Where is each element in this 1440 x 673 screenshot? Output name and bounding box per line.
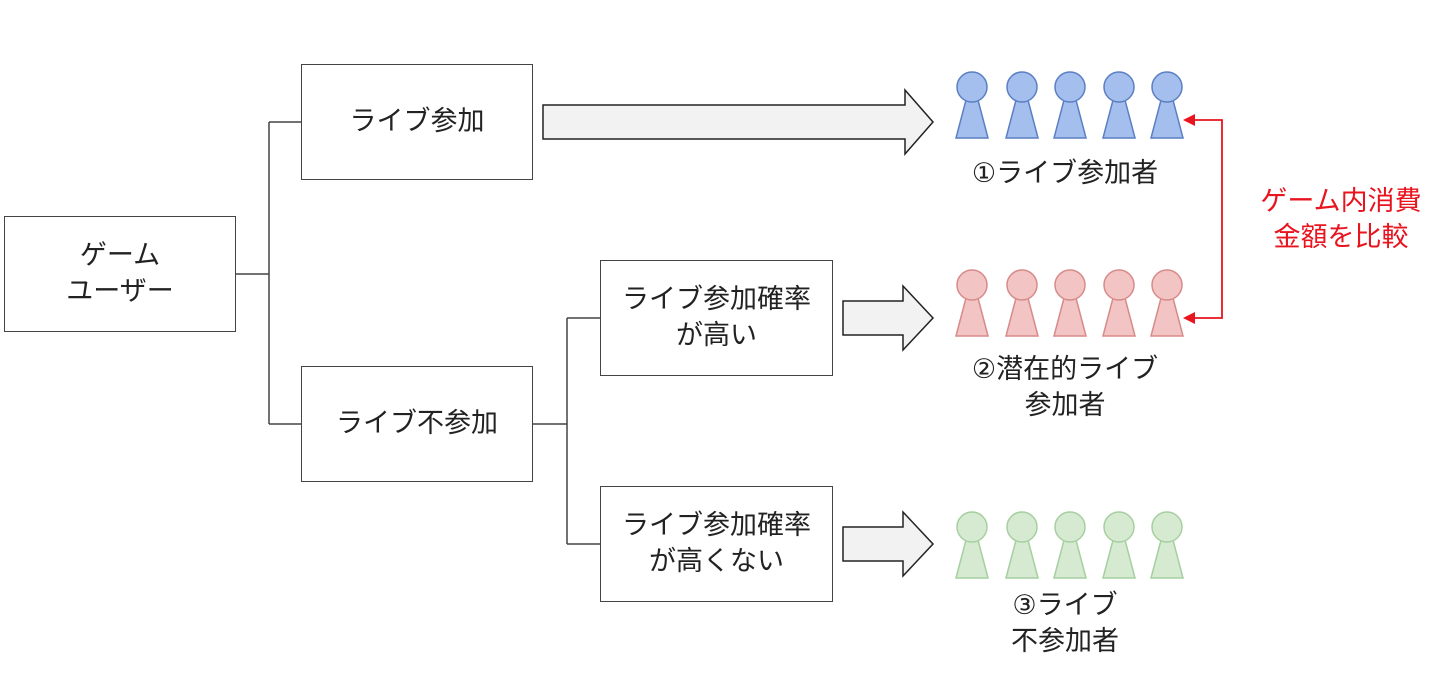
node-live-not-join: ライブ不参加: [301, 366, 533, 482]
person-icon: [1005, 71, 1039, 139]
person-icon: [1053, 71, 1087, 139]
comparison-note-line2: 金額を比較: [1273, 222, 1409, 253]
people-group-non-participants: [955, 511, 1184, 579]
person-icon: [1053, 511, 1087, 579]
person-icon: [1102, 269, 1136, 337]
person-icon: [1005, 269, 1039, 337]
comparison-note: ゲーム内消費 金額を比較: [1243, 184, 1439, 256]
person-icon: [1053, 269, 1087, 337]
person-icon: [1150, 511, 1184, 579]
node-live-join: ライブ参加: [301, 64, 533, 180]
node-high-probability-line2: が高い: [676, 320, 757, 351]
people-group-potential: [955, 269, 1184, 337]
person-icon: [1005, 511, 1039, 579]
bracket-line: [1193, 119, 1223, 319]
node-low-probability-line2: が高くない: [649, 546, 784, 577]
comparison-bracket: [1183, 114, 1223, 324]
caption-non-participants: ③ライブ 不参加者: [940, 588, 1190, 660]
person-icon: [1150, 269, 1184, 337]
node-live-not-join-label: ライブ不参加: [336, 408, 498, 439]
person-icon: [955, 71, 989, 139]
person-icon: [1102, 511, 1136, 579]
connector-root: [236, 121, 302, 425]
node-high-probability: ライブ参加確率 が高い: [600, 260, 833, 376]
arrow-to-participants: [542, 88, 934, 156]
arrow-to-potential: [842, 284, 935, 352]
node-game-user-line2: ユーザー: [66, 276, 174, 307]
caption-potential-line1: ②潜在的ライブ: [971, 354, 1159, 385]
caption-non-participants-line2: 不参加者: [1011, 626, 1119, 657]
caption-participants-line1: ①ライブ参加者: [971, 158, 1159, 189]
bracket-arrowhead-bottom: [1183, 312, 1195, 324]
bracket-arrowhead-top: [1183, 114, 1195, 126]
person-icon: [955, 269, 989, 337]
node-game-user: ゲーム ユーザー: [4, 216, 236, 332]
caption-participants: ①ライブ参加者: [940, 156, 1190, 192]
tree-connectors: [236, 121, 600, 545]
comparison-note-line1: ゲーム内消費: [1260, 186, 1422, 217]
person-icon: [1150, 71, 1184, 139]
person-icon: [955, 511, 989, 579]
node-low-probability: ライブ参加確率 が高くない: [600, 486, 833, 602]
caption-potential: ②潜在的ライブ 参加者: [940, 352, 1190, 424]
node-game-user-line1: ゲーム: [79, 240, 161, 271]
node-live-join-label: ライブ参加: [349, 106, 485, 137]
arrow-to-non-participants: [842, 510, 935, 578]
caption-potential-line2: 参加者: [1024, 390, 1106, 421]
people-group-participants: [955, 71, 1184, 139]
block-arrows: [542, 88, 935, 578]
connector-non-join: [532, 317, 600, 545]
node-high-probability-line1: ライブ参加確率: [622, 284, 811, 315]
node-low-probability-line1: ライブ参加確率: [622, 510, 811, 541]
caption-non-participants-line1: ③ライブ: [1012, 590, 1118, 621]
person-icon: [1102, 71, 1136, 139]
